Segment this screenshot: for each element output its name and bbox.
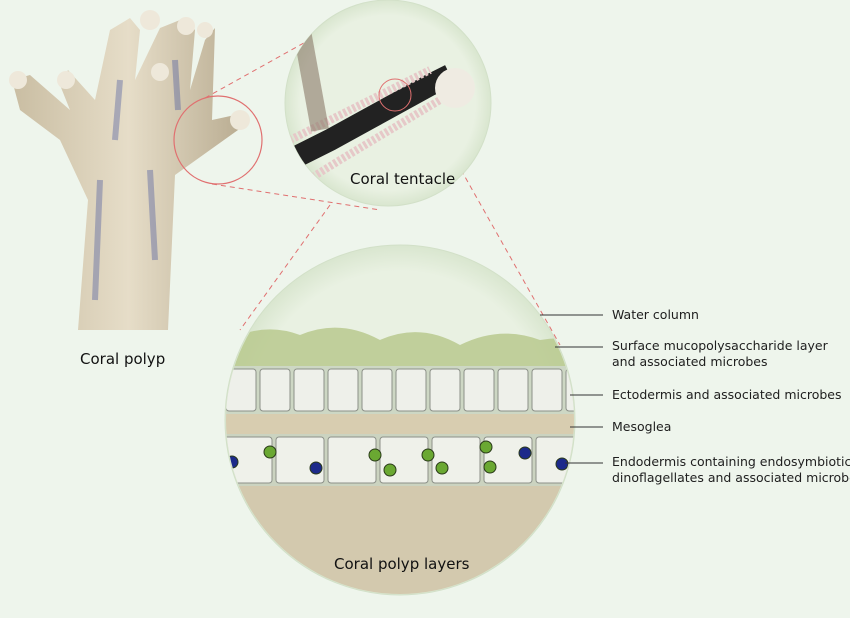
- endoderm-cell: [327, 436, 377, 484]
- symbiont-cell: [368, 448, 382, 462]
- label-line: and associated microbes: [612, 354, 768, 369]
- caption-coral-tentacle: Coral tentacle: [350, 170, 456, 188]
- ectoderm-cell: [361, 368, 393, 412]
- caption-coral-polyp-layers: Coral polyp layers: [334, 555, 470, 573]
- label-line: Endodermis containing endosymbiotic: [612, 454, 850, 469]
- label-line: Ectodermis and associated microbes: [612, 387, 842, 402]
- leader-lines: [540, 314, 603, 464]
- endoderm-cell: [275, 436, 325, 484]
- label-line: Mesoglea: [612, 419, 672, 434]
- endoderm-cell: [226, 436, 273, 484]
- label-ectodermis: Ectodermis and associated microbes: [612, 387, 842, 403]
- symbiont-cell: [263, 445, 277, 459]
- symbiont-cell: [421, 448, 435, 462]
- ectoderm-cell: [259, 368, 291, 412]
- symbiont-cell: [555, 457, 569, 471]
- polyp-focus-circle: [173, 95, 263, 185]
- ectoderm-cell: [226, 368, 257, 412]
- label-mucus-layer: Surface mucopolysaccharide layer and ass…: [612, 338, 828, 370]
- endoderm-cell: [431, 436, 481, 484]
- layers-view: [224, 244, 576, 596]
- label-water-column: Water column: [612, 307, 699, 323]
- label-line: Water column: [612, 307, 699, 322]
- symbiont-cell: [309, 461, 323, 475]
- ectoderm-cell: [463, 368, 495, 412]
- symbiont-cell: [479, 440, 493, 454]
- label-endodermis: Endodermis containing endosymbiotic dino…: [612, 454, 850, 486]
- endoderm-cell: [379, 436, 429, 484]
- ectoderm-cell: [531, 368, 563, 412]
- symbiont-cell: [483, 460, 497, 474]
- ectoderm-cell: [429, 368, 461, 412]
- label-line: dinoflagellates and associated microbes: [612, 470, 850, 485]
- ectoderm-cell: [327, 368, 359, 412]
- tentacle-view: [284, 0, 492, 207]
- ectoderm-cell: [497, 368, 529, 412]
- ectoderm-cell: [565, 368, 574, 412]
- label-line: Surface mucopolysaccharide layer: [612, 338, 828, 353]
- coral-polyp-illustration: [9, 10, 250, 330]
- ectoderm-cell: [395, 368, 427, 412]
- endoderm-cell: [483, 436, 533, 484]
- caption-coral-polyp: Coral polyp: [80, 350, 166, 368]
- symbiont-cell: [518, 446, 532, 460]
- symbiont-cell: [383, 463, 397, 477]
- label-mesoglea: Mesoglea: [612, 419, 671, 435]
- ectoderm-cell: [293, 368, 325, 412]
- symbiont-cell: [435, 461, 449, 475]
- zoom-lines: [204, 19, 561, 346]
